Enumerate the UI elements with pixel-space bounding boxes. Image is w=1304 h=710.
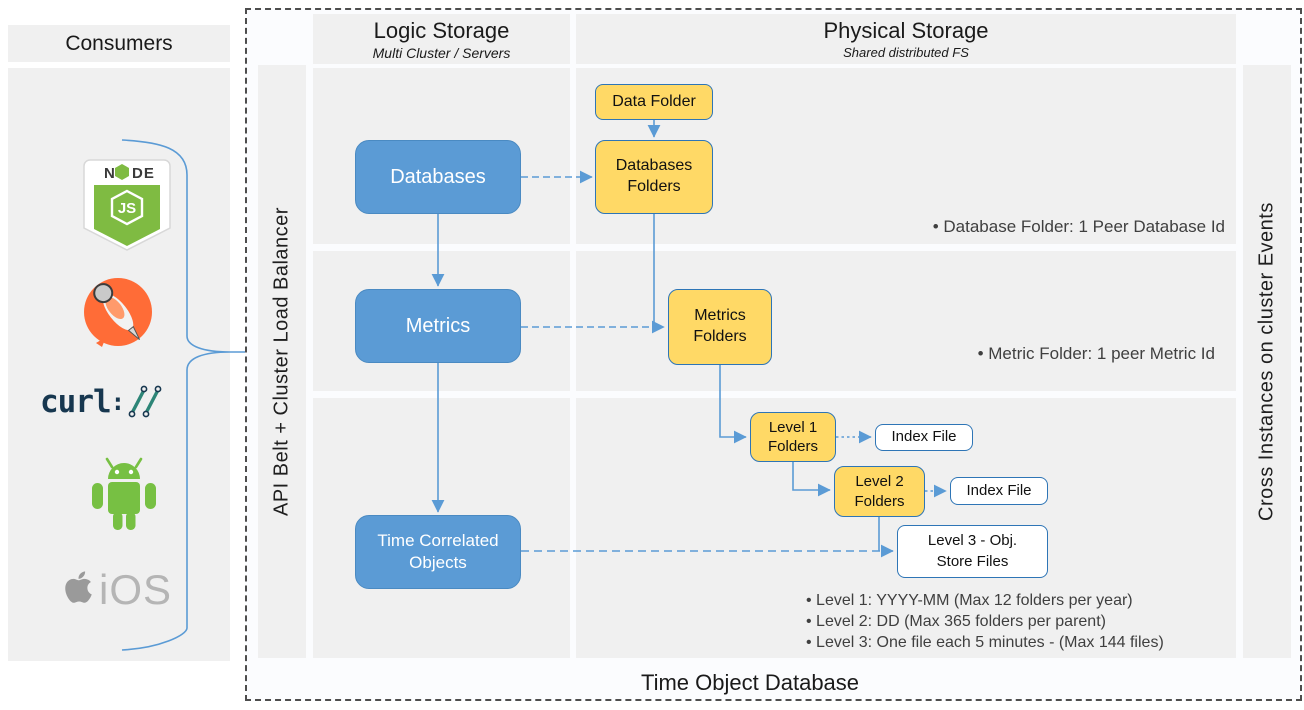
logic-storage-title: Logic Storage xyxy=(373,18,510,43)
node-level1-folders-label: Level 1 Folders xyxy=(767,418,819,456)
ios-icon: iOS xyxy=(62,562,172,618)
curl-icon: curl: xyxy=(40,382,170,422)
consumers-title: Consumers xyxy=(65,31,173,55)
time-object-database-label: Time Object Database xyxy=(640,670,860,695)
svg-text:DE: DE xyxy=(132,165,155,182)
apple-icon xyxy=(65,571,92,603)
curl-colon: : xyxy=(110,388,125,416)
node-level3-line2: Store Files xyxy=(936,552,1009,570)
consumers-brace xyxy=(121,139,258,651)
node-databases-folders-label: Databases Folders xyxy=(615,157,693,195)
node-time-correlated-label: Time Correlated Objects xyxy=(377,530,499,572)
node-index-file-1-label: Index File xyxy=(891,428,957,446)
annotation-level2: • Level 2: DD (Max 365 folders per paren… xyxy=(806,613,1106,630)
svg-text:N: N xyxy=(104,165,116,182)
logic-storage-subtitle: Multi Cluster / Servers xyxy=(372,45,511,61)
node-index-file-2-label: Index File xyxy=(966,481,1032,499)
android-icon-svg xyxy=(92,457,156,530)
annotation-level3: • Level 3: One file each 5 minutes - (Ma… xyxy=(806,634,1164,651)
node-level2-folders-label: Level 2 Folders xyxy=(854,473,905,510)
annotation-metric-folder: • Metric Folder: 1 peer Metric Id xyxy=(977,344,1215,363)
api-belt-strip: API Belt + Cluster Load Balancer xyxy=(258,65,306,658)
cross-instances-strip: Cross Instances on cluster Events xyxy=(1243,65,1291,658)
node-metrics-label: Metrics xyxy=(405,315,471,337)
logic-storage-header: Logic Storage Multi Cluster / Servers xyxy=(313,14,570,64)
node-metrics-folders-label: Metrics Folders xyxy=(693,307,747,345)
postman-icon xyxy=(82,277,156,353)
physical-storage-header: Physical Storage Shared distributed FS xyxy=(576,14,1236,64)
api-belt-label: API Belt + Cluster Load Balancer xyxy=(270,207,293,516)
svg-text:JS: JS xyxy=(118,200,136,217)
android-icon xyxy=(90,455,158,537)
ios-text: iOS xyxy=(98,566,172,613)
curl-slashes-icon xyxy=(128,385,162,418)
node-time-correlated-objects: Time Correlated Objects xyxy=(355,515,521,589)
nodejs-icon: N DE JS xyxy=(82,158,172,252)
nodejs-icon-svg: N DE JS xyxy=(83,159,171,251)
annotation-levels-list: • Level 1: YYYY-MM (Max 12 folders per y… xyxy=(806,590,1246,653)
postman-icon-svg xyxy=(84,278,152,347)
consumers-header: Consumers xyxy=(8,25,230,62)
node-index-file-1: Index File xyxy=(875,424,973,451)
node-level1-folders: Level 1 Folders xyxy=(750,412,836,462)
annotation-level1: • Level 1: YYYY-MM (Max 12 folders per y… xyxy=(806,592,1133,609)
node-data-folder-label: Data Folder xyxy=(612,92,696,110)
annotation-database-folder: • Database Folder: 1 Peer Database Id xyxy=(932,217,1225,236)
curl-text: curl xyxy=(40,384,112,420)
node-index-file-2: Index File xyxy=(950,477,1048,505)
node-metrics-folders: Metrics Folders xyxy=(668,289,772,365)
node-databases-folders: Databases Folders xyxy=(595,140,713,214)
node-level3-obj-store-files: Level 3 - Obj. Store Files xyxy=(897,525,1048,578)
cross-instances-label: Cross Instances on cluster Events xyxy=(1255,202,1278,521)
node-level3-line1: Level 3 - Obj. xyxy=(927,532,1018,550)
physical-storage-subtitle: Shared distributed FS xyxy=(843,45,969,60)
node-databases-label: Databases xyxy=(390,166,486,188)
physical-storage-title: Physical Storage xyxy=(823,18,989,43)
node-databases: Databases xyxy=(355,140,521,214)
node-data-folder: Data Folder xyxy=(595,84,713,120)
node-metrics: Metrics xyxy=(355,289,521,363)
node-level2-folders: Level 2 Folders xyxy=(834,466,925,517)
